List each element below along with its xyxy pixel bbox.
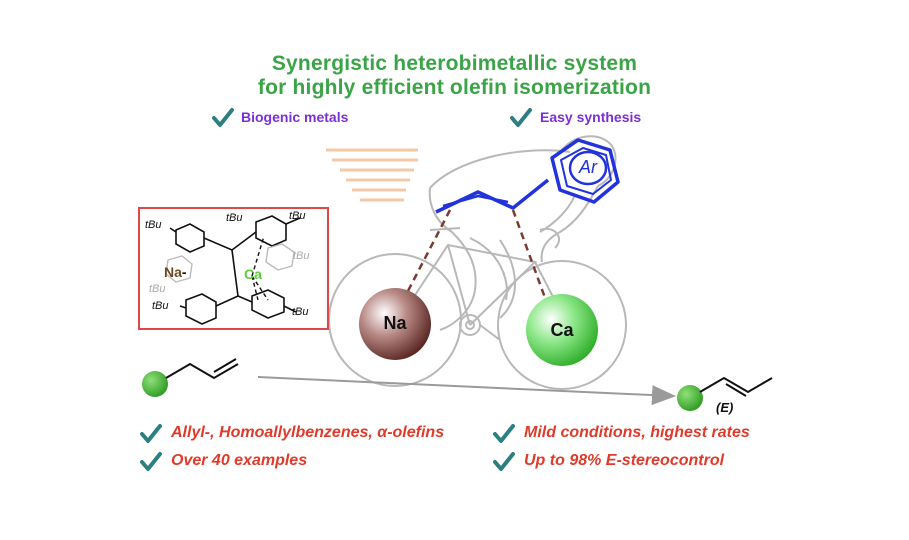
title-line-2: for highly efficient olefin isomerizatio…	[257, 76, 652, 99]
title-line-1: Synergistic heterobimetallic system	[271, 52, 638, 75]
propenyl-chain	[699, 376, 773, 394]
tbu-label: tBu	[149, 283, 166, 295]
complex-structure	[169, 215, 301, 325]
bullet-stereocontrol: Up to 98% E-stereocontrol	[524, 452, 725, 469]
ca-label: Ca	[550, 320, 574, 340]
tbu-label: tBu	[152, 300, 169, 312]
check-icon	[140, 452, 162, 471]
na-label: Na	[383, 313, 407, 333]
feature-biogenic-metals: Biogenic metals	[241, 109, 349, 125]
complex-back-rings	[165, 243, 295, 283]
ca-sphere	[526, 294, 598, 366]
feature-easy-synthesis: Easy synthesis	[540, 109, 642, 125]
tbu-label: tBu	[292, 306, 309, 318]
arene-substrate	[435, 138, 620, 214]
complex-na-label: Na-	[164, 264, 187, 280]
speed-lines	[326, 148, 418, 202]
substituent-dot-left	[142, 371, 168, 397]
complex-ca-label: Ca	[244, 266, 262, 282]
tbu-label: tBu	[145, 219, 162, 231]
na-sphere	[359, 288, 431, 360]
allyl-chain	[165, 362, 239, 380]
e-isomer-label: (E)	[716, 400, 734, 415]
bullet-substrates: Allyl-, Homoallylbenzenes, α-olefins	[171, 424, 445, 441]
check-icon	[493, 424, 515, 443]
bullet-examples: Over 40 examples	[171, 452, 308, 469]
tbu-label: tBu	[226, 212, 243, 224]
check-icon	[493, 452, 515, 471]
substituent-dot-right	[677, 385, 703, 411]
reaction-arrow	[257, 376, 676, 406]
complex-dash-bonds	[251, 235, 269, 301]
check-icon	[140, 424, 162, 443]
tbu-label: tBu	[293, 250, 310, 262]
tbu-label: tBu	[289, 210, 306, 222]
ar-label: Ar	[579, 157, 597, 177]
check-icon	[510, 108, 532, 127]
bullet-conditions: Mild conditions, highest rates	[524, 424, 750, 441]
check-icon	[212, 108, 234, 127]
ar-circle	[568, 150, 608, 186]
